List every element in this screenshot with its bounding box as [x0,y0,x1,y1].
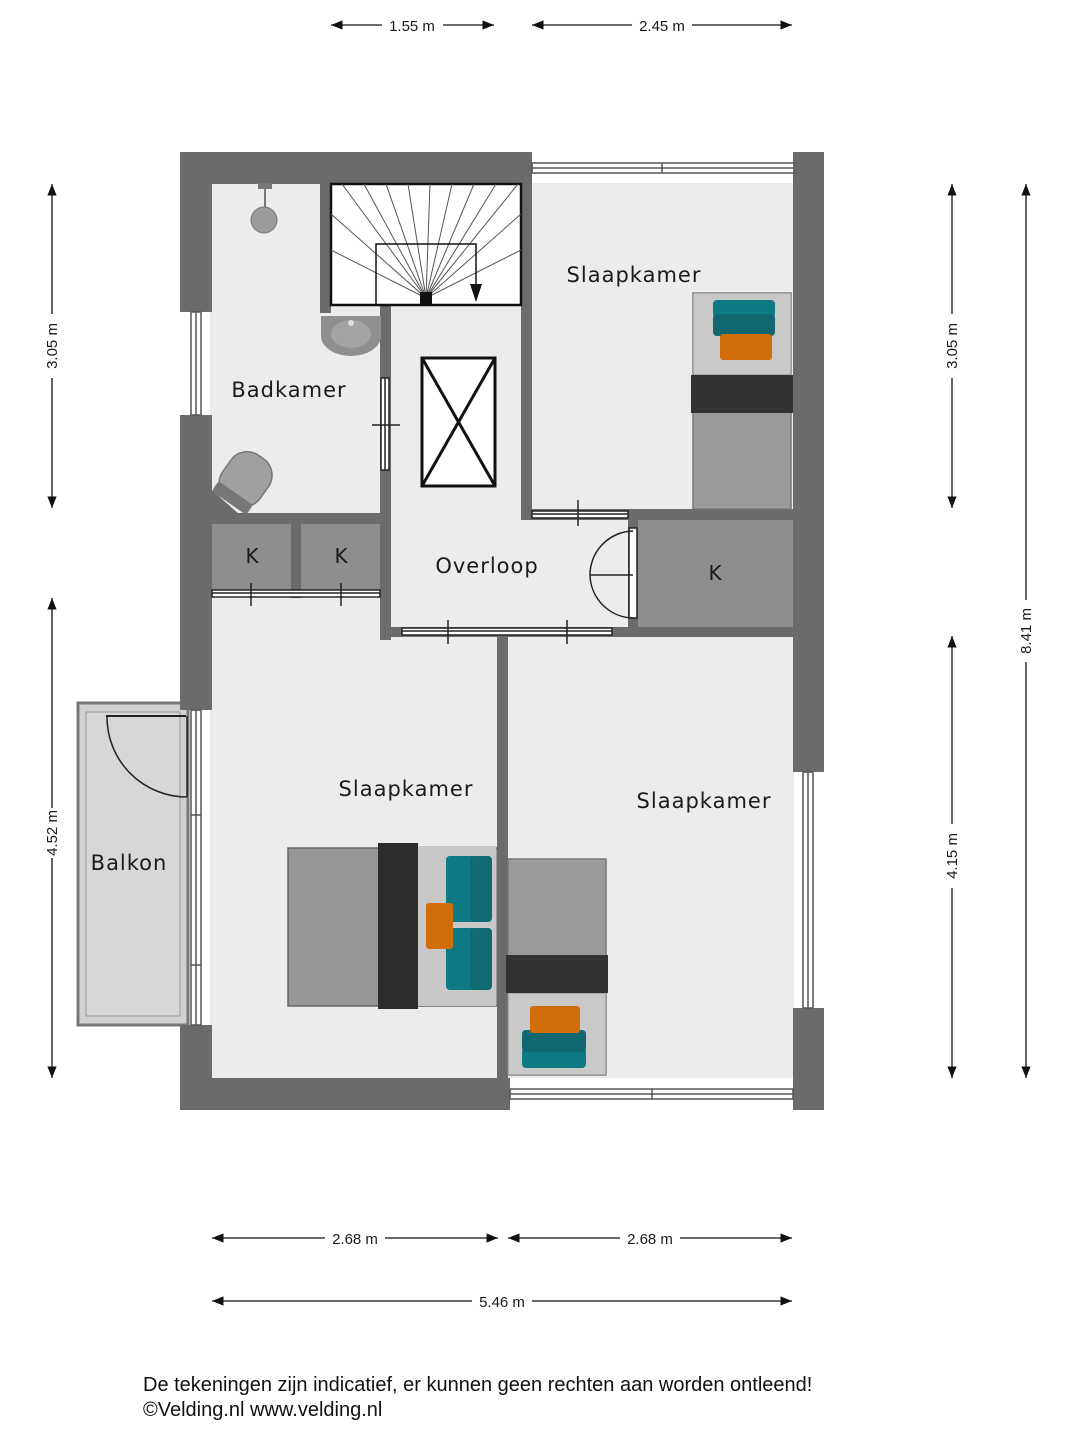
dimension-lines [47,20,1031,1306]
footer-disclaimer: De tekeningen zijn indicatief, er kunnen… [143,1374,813,1396]
door-overloop-sliding [401,620,613,644]
sink [321,316,381,356]
windows [190,162,814,1100]
label-badkamer: Badkamer [231,378,346,402]
label-balkon: Balkon [91,851,168,875]
label-kast-1: K [245,544,259,568]
dim-bottom-right: 2.68 m [627,1231,673,1248]
wall-stair-left [320,183,331,313]
room-labels: Badkamer Slaapkamer Overloop Slaapkamer … [91,263,772,875]
label-slaapkamer-right: Slaapkamer [637,789,772,813]
wall-right-upper [793,152,824,772]
dim-right-total: 8.41 m [1018,608,1035,654]
window-right [802,771,814,1009]
footer-credit: ©Velding.nl www.velding.nl [143,1399,383,1421]
label-slaapkamer-left: Slaapkamer [339,777,474,801]
wall-slaap-top-bottom [521,509,793,520]
dim-bottom-total: 5.46 m [479,1294,525,1311]
wall-room-divider [497,627,508,1110]
void-opening [420,356,497,488]
label-kast-2: K [334,544,348,568]
label-kast-3: K [708,561,722,585]
closet-2 [301,523,380,590]
bathroom-fixtures [212,183,381,514]
dim-top-right: 2.45 m [639,18,685,35]
label-overloop: Overloop [435,554,538,578]
bed-single-top [691,292,793,510]
bed-single-bottom [506,858,608,1076]
window-top [531,162,795,174]
staircase [329,182,523,307]
window-bottom [509,1088,794,1100]
wall-stair-right [521,183,532,518]
toilet [212,450,273,514]
wall-bath-bottom [210,513,382,524]
door-closet3-double [589,527,638,619]
door-closets-sliding [211,583,381,606]
doors [106,377,638,798]
dim-top-left: 1.55 m [389,18,435,35]
wall-bottom-right-corner [793,1008,824,1110]
wall-bottom-left [180,1078,510,1110]
door-slaap-top-sliding [531,500,629,526]
wall-left-upper [180,152,212,312]
dim-right-upper: 3.05 m [944,323,961,369]
closet-3 [638,520,793,627]
dimension-labels: 1.55 m 2.45 m 3.05 m 4.52 m 3.05 m 4.15 … [44,18,1035,1311]
label-slaapkamer-top: Slaapkamer [567,263,702,287]
wall-left-mid [180,415,212,710]
window-balcony [190,709,202,1026]
door-balcony-swing [106,715,188,798]
wall-top-left [180,152,532,184]
footer: De tekeningen zijn indicatief, er kunnen… [143,1373,1043,1423]
toilet-corner-triangle [212,490,240,515]
dim-left-lower: 4.52 m [44,810,61,856]
shower-head [250,183,278,234]
window-bath [190,311,202,416]
wall-closet-mid [291,520,301,598]
balkon-inner [85,711,181,1017]
closet-1 [212,523,291,590]
door-bath-sliding [372,377,400,471]
dim-left-upper: 3.05 m [44,323,61,369]
dim-right-lower: 4.15 m [944,833,961,879]
closets [212,520,793,627]
dim-bottom-left: 2.68 m [332,1231,378,1248]
wall-bath-right [380,305,391,640]
bed-double-left [287,843,499,1009]
